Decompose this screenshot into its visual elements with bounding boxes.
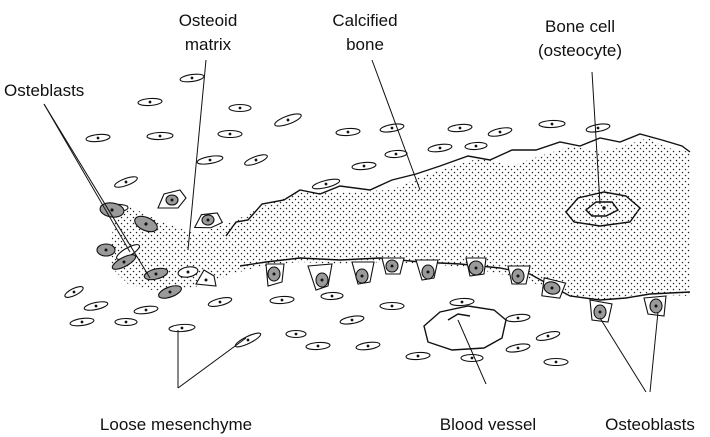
label-osteoid-matrix-line1: Osteoid bbox=[179, 11, 238, 30]
label-bone-cell-line2: (osteocyte) bbox=[538, 41, 622, 60]
label-osteblasts: Osteblasts bbox=[4, 81, 84, 100]
label-calcified-bone-line2: bone bbox=[346, 35, 384, 54]
label-calcified-bone-line1: Calcified bbox=[332, 11, 397, 30]
label-osteoid-matrix-line2: matrix bbox=[185, 35, 232, 54]
blood-vessel bbox=[424, 306, 506, 350]
label-bone-cell-line1: Bone cell bbox=[545, 17, 615, 36]
label-osteoblasts: Osteoblasts bbox=[605, 415, 695, 434]
label-blood-vessel: Blood vessel bbox=[440, 415, 536, 434]
label-loose-mesenchyme: Loose mesenchyme bbox=[100, 415, 252, 434]
